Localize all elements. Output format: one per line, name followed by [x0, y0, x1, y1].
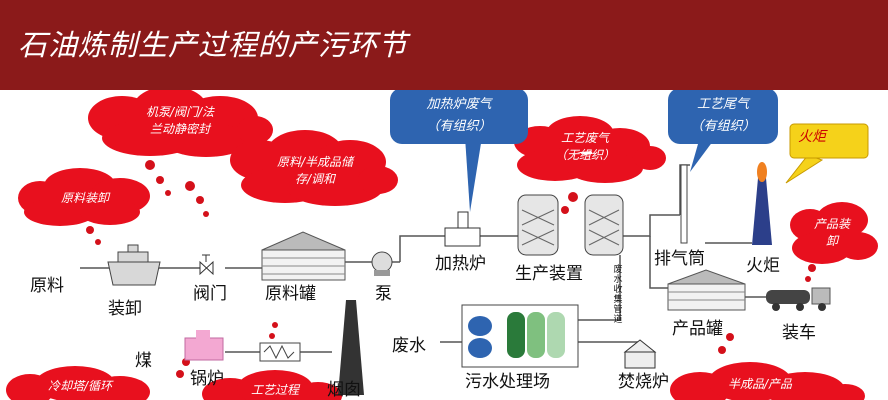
bubble-semi-product-text: 半成品/产品 [727, 377, 793, 391]
chimney-label: 烟囱 [327, 380, 361, 400]
bubble-seals-text: 机泵/阀门/法兰动静密封 [145, 105, 215, 136]
exhaust-stack-label: 排气筒 [654, 249, 705, 269]
collection-pipe-label: 废水收集管道 [613, 265, 623, 325]
boiler-symbol [184, 330, 224, 361]
callout-process-exhaust-text: 工艺尾气（有组织） [690, 97, 756, 134]
crude-tank-label: 原料罐 [265, 284, 316, 304]
bubble-unloading-text: 原料装卸 [60, 191, 109, 205]
callout-furnace-gas [390, 90, 528, 144]
valve-symbol [199, 254, 214, 276]
production-unit-label: 生产装置 [515, 264, 583, 284]
pump-label: 泵 [375, 284, 392, 304]
valve-label: 阀门 [193, 284, 227, 304]
bubble-unloading [18, 168, 150, 226]
boiler-label: 锅炉 [190, 369, 224, 389]
bubble-semi-product [670, 362, 865, 400]
chimney-symbol [338, 300, 364, 395]
incinerator-symbol [623, 339, 657, 369]
bubble-process2-text: 工艺过程 [250, 383, 299, 397]
crude-label: 原料 [30, 276, 64, 296]
bubble-cooling [6, 366, 150, 400]
bubble-storage [230, 130, 398, 206]
bubble-process2 [202, 370, 342, 400]
furnace-symbol [444, 211, 481, 247]
product-tank-label: 产品罐 [672, 319, 723, 339]
coal-label: 煤 [135, 351, 152, 371]
callout-furnace-gas-text: 加热炉废气（有组织） [426, 97, 492, 134]
bubble-product-unload-text: 产品装卸 [813, 217, 850, 248]
bubble-process-gas-text: 工艺废气（无组织） [554, 131, 615, 162]
crude-tank-symbol [261, 231, 346, 281]
unloading-ship [107, 244, 161, 286]
production-columns [517, 194, 624, 256]
bubble-product-unload [790, 202, 878, 264]
product-tank-symbol [667, 269, 746, 311]
truck-load-label: 装车 [782, 323, 816, 343]
flare-symbol [752, 162, 772, 245]
treatment-plant-label: 污水处理场 [465, 372, 550, 392]
truck-symbol [766, 287, 831, 311]
treatment-plant-symbol [461, 304, 579, 368]
bubble-seals [88, 90, 273, 157]
bubble-process-gas [514, 116, 666, 183]
wastewater-label: 废水 [392, 336, 426, 356]
exhaust-stack-symbol [680, 164, 688, 244]
process-diagram [6, 90, 878, 400]
page-title: 石油炼制生产过程的产污环节 [18, 28, 409, 62]
pump-symbol [371, 251, 393, 276]
callout-flare [789, 123, 869, 159]
title-banner: 石油炼制生产过程的产污环节 [0, 0, 888, 90]
bubble-storage-text: 原料/半成品储存/调和 [276, 155, 354, 186]
incinerator-label: 焚烧炉 [618, 372, 669, 392]
heat-exchanger-symbol [259, 342, 301, 362]
callout-process-exhaust [668, 90, 778, 144]
flare-label: 火炬 [746, 256, 780, 276]
unload-label: 装卸 [108, 299, 142, 319]
callout-flare-text: 火炬 [798, 129, 826, 145]
furnace-label: 加热炉 [435, 254, 486, 274]
bubble-cooling-text: 冷却塔/循环 [47, 379, 113, 393]
